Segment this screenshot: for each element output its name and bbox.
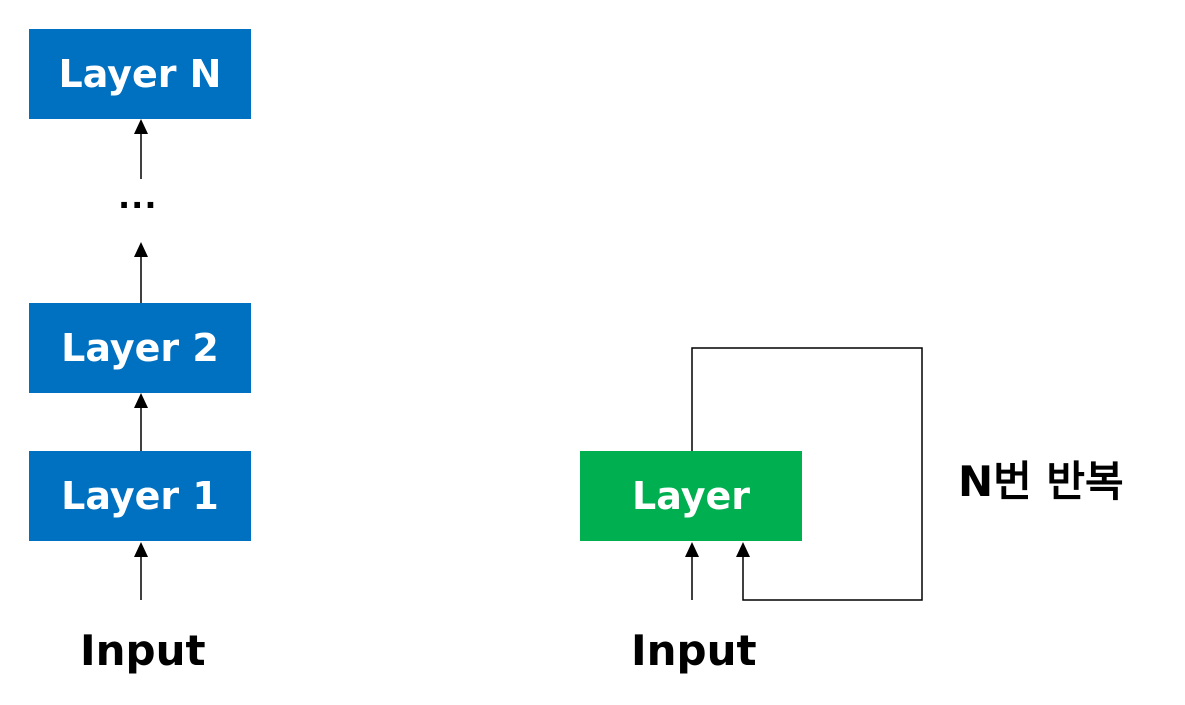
- arrow-ellipsis-to-layern: [134, 119, 148, 179]
- layer-2-label: Layer 2: [61, 326, 219, 370]
- layer-n-box: Layer N: [29, 29, 251, 119]
- layer-1-box: Layer 1: [29, 451, 251, 541]
- layer-2-box: Layer 2: [29, 303, 251, 393]
- layer-n-label: Layer N: [58, 52, 222, 96]
- stacked-input-label: Input: [80, 626, 206, 675]
- ellipsis: ...: [118, 178, 158, 216]
- repeat-n-times-label: N번 반복: [958, 457, 1124, 506]
- recurrent-input-label: Input: [631, 626, 757, 675]
- recurrent-layer-label: Layer: [632, 474, 750, 518]
- arrow-input-to-layer1: [134, 542, 148, 600]
- layer-1-label: Layer 1: [61, 474, 219, 518]
- arrow-input-to-layer: [685, 542, 699, 600]
- feedback-loop-line: [691, 347, 923, 601]
- arrow-layer2-to-ellipsis: [134, 242, 148, 303]
- recurrent-layer-box: Layer: [580, 451, 802, 541]
- arrow-layer1-to-layer2: [134, 393, 148, 451]
